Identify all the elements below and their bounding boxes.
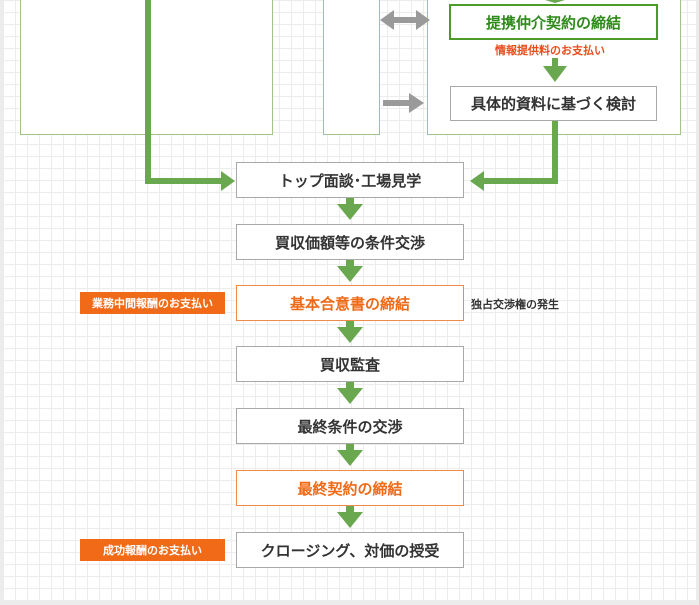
flow-step-label: トップ面談･工場見学	[278, 171, 422, 190]
partnership-contract-box: 提携仲介契約の締結	[449, 4, 658, 40]
flow-arrow-5	[337, 443, 363, 466]
right-elbow-arrowhead	[470, 171, 484, 191]
exclusivity-note: 独占交渉権の発生	[471, 298, 559, 311]
flow-arrow-4	[337, 381, 363, 404]
middle-panel	[323, 0, 380, 135]
right-elbow-connector	[480, 118, 558, 184]
flow-arrow-6	[337, 505, 363, 528]
flow-arrow-2	[337, 259, 363, 282]
flow-step-price-negotiation: 買収価額等の条件交渉	[236, 224, 464, 260]
flow-step-label: 最終契約の締結	[297, 479, 403, 498]
flow-step-label: 最終条件の交渉	[297, 417, 403, 436]
flow-step-due-diligence: 買収監査	[236, 346, 464, 382]
flow-step-label: 買収監査	[319, 355, 380, 374]
flow-canvas: 提携仲介契約の締結 情報提供料のお支払い 具体的資料に基づく検討 トップ面談･工…	[3, 0, 696, 601]
flow-step-label: 買収価額等の条件交渉	[274, 233, 425, 252]
contract-to-review-arrow	[543, 58, 567, 82]
partnership-contract-label: 提携仲介契約の締結	[485, 13, 621, 32]
success-fee-tag: 成功報酬のお支払い	[80, 539, 225, 561]
flow-step-top-meeting: トップ面談･工場見学	[236, 162, 464, 198]
left-elbow-connector	[145, 0, 225, 184]
detailed-review-label: 具体的資料に基づく検討	[470, 95, 636, 113]
flow-arrow-1	[337, 197, 363, 220]
flow-step-final-contract: 最終契約の締結	[236, 470, 464, 506]
flow-step-final-negotiation: 最終条件の交渉	[236, 408, 464, 444]
gray-double-arrow	[380, 10, 430, 30]
detailed-review-box: 具体的資料に基づく検討	[450, 86, 657, 121]
left-elbow-arrowhead	[221, 171, 235, 191]
flow-step-label: 基本合意書の締結	[289, 294, 410, 313]
interim-fee-tag: 業務中間報酬のお支払い	[80, 292, 225, 314]
info-fee-note: 情報提供料のお支払い	[495, 44, 605, 57]
flow-step-basic-agreement: 基本合意書の締結	[236, 285, 464, 321]
flow-step-label: クロージング、対価の授受	[260, 541, 440, 560]
flow-arrow-3	[337, 320, 363, 343]
flow-step-closing: クロージング、対価の授受	[236, 532, 464, 568]
gray-right-arrow	[383, 93, 424, 113]
connector-lines	[145, 0, 567, 528]
contract-top-arrow	[545, 0, 565, 3]
